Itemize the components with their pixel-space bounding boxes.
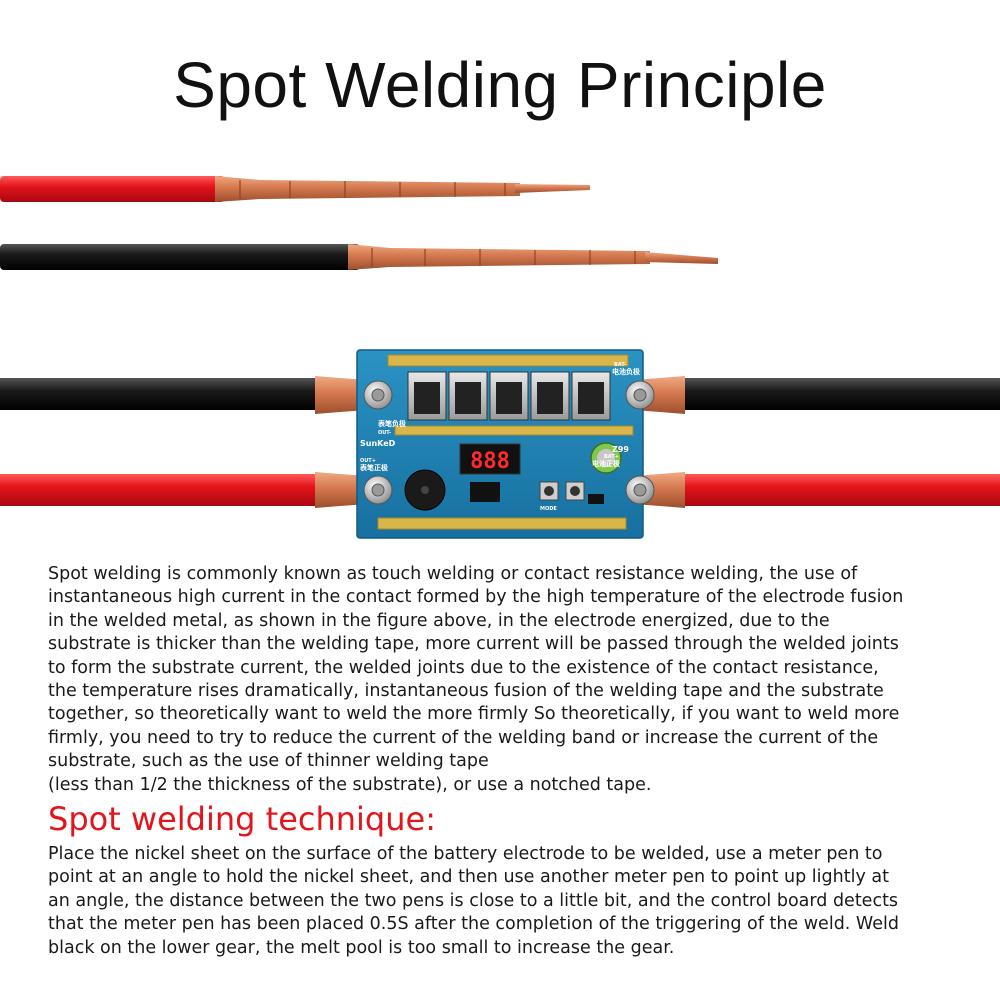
- model-label: Z99: [612, 445, 629, 454]
- label-out-minus: 表笔负极: [377, 419, 407, 428]
- control-board: 888 表笔负极 OUT- SunKeD OUT+: [356, 349, 655, 539]
- label-out-plus: 表笔正极: [359, 463, 389, 472]
- page-title: Spot Welding Principle: [173, 49, 827, 121]
- svg-text:BAT-: BAT-: [614, 362, 626, 368]
- label-bat-minus: 电池负极: [612, 367, 641, 376]
- black-welding-pen: [0, 244, 718, 270]
- svg-text:OUT-: OUT-: [378, 430, 391, 436]
- terminal-bolts: [363, 380, 655, 505]
- svg-text:OUT+: OUT+: [360, 458, 376, 464]
- microcontroller-chip: [470, 482, 500, 502]
- red-welding-pen: [0, 176, 590, 202]
- mosfet-array: [407, 371, 611, 421]
- technique-heading: Spot welding technique:: [48, 800, 436, 838]
- mode-label: MODE: [540, 506, 557, 512]
- display-digits: 888: [470, 449, 510, 474]
- technique-paragraph: Place the nickel sheet on the surface of…: [48, 844, 899, 958]
- principle-paragraph: Spot welding is commonly known as touch …: [48, 564, 904, 795]
- board-cables: [0, 378, 1000, 506]
- led-display: 888: [459, 443, 521, 475]
- brand-label: SunKeD: [360, 439, 396, 448]
- svg-text:BAT+: BAT+: [604, 454, 619, 460]
- buttons: [539, 481, 585, 501]
- spot-welder-illustration: 888 表笔负极 OUT- SunKeD OUT+: [0, 160, 1000, 550]
- label-bat-plus: 电池正极: [592, 459, 621, 468]
